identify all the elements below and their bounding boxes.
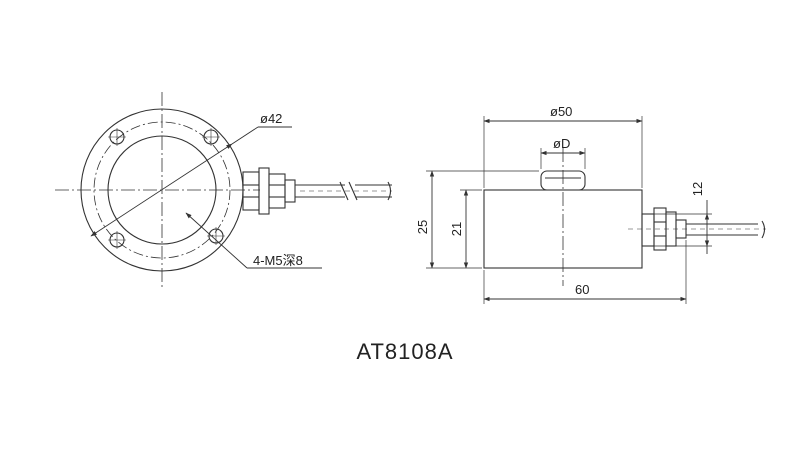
bolt-holes bbox=[108, 128, 225, 249]
cable-gland-top-view bbox=[242, 167, 296, 215]
model-name: AT8108A bbox=[356, 339, 454, 364]
hole-callout-label: 4-M5深8 bbox=[253, 253, 303, 268]
diameter-50-label: ø50 bbox=[550, 104, 572, 119]
side-view bbox=[426, 116, 766, 304]
length-60-label: 60 bbox=[575, 282, 589, 297]
height-25-label: 25 bbox=[415, 220, 430, 234]
cable-side-view bbox=[628, 220, 766, 239]
height-21-label: 21 bbox=[449, 222, 464, 236]
hole-callout-leader bbox=[185, 212, 248, 269]
diameter-42-leader bbox=[231, 126, 259, 145]
top-view bbox=[55, 92, 392, 290]
height-12-label: 12 bbox=[690, 182, 705, 196]
diameter-42-label: ø42 bbox=[260, 111, 282, 126]
button-diameter-label: øD bbox=[553, 136, 570, 151]
cable-top-view bbox=[295, 181, 392, 201]
diameter-42-dimension-line bbox=[90, 143, 233, 237]
